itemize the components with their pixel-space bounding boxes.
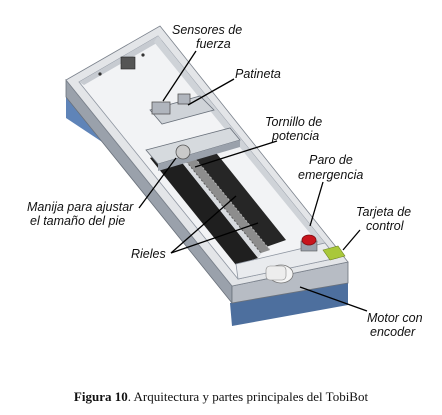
caption-number: Figura 10 (73, 389, 128, 404)
carriage (145, 93, 241, 171)
label-patineta: Patineta (235, 67, 281, 81)
emergency-stop (300, 234, 318, 252)
figure-caption: Figura 10. Arquitectura y partes princip… (0, 389, 442, 405)
electronics-compartment (235, 234, 346, 284)
label-tornillo-2: potencia (271, 129, 319, 143)
lead-screw (180, 151, 271, 254)
force-sensor (151, 101, 171, 115)
handle (175, 144, 191, 160)
label-manija-1: Manija para ajustar (27, 200, 134, 214)
label-sensores-2: fuerza (196, 37, 231, 51)
leader-lines (138, 50, 368, 312)
label-rieles: Rieles (131, 247, 166, 261)
label-manija-2: el tamaño del pie (30, 214, 125, 228)
label-tornillo-1: Tornillo de (265, 115, 322, 129)
label-motor-2: encoder (370, 325, 416, 339)
label-paro-1: Paro de (309, 153, 353, 167)
label-motor-1: Motor con (367, 311, 423, 325)
label-tarjeta-2: control (366, 219, 405, 233)
motor (265, 264, 294, 284)
callout-labels: Sensores de fuerza Patineta Tornillo de … (27, 23, 423, 339)
control-board (322, 245, 346, 261)
label-sensores-1: Sensores de (172, 23, 242, 37)
label-tarjeta-1: Tarjeta de (356, 205, 411, 219)
rear-sensors (98, 53, 145, 76)
label-paro-2: emergencia (298, 168, 363, 182)
caption-text: . Arquitectura y partes principales del … (127, 389, 369, 404)
